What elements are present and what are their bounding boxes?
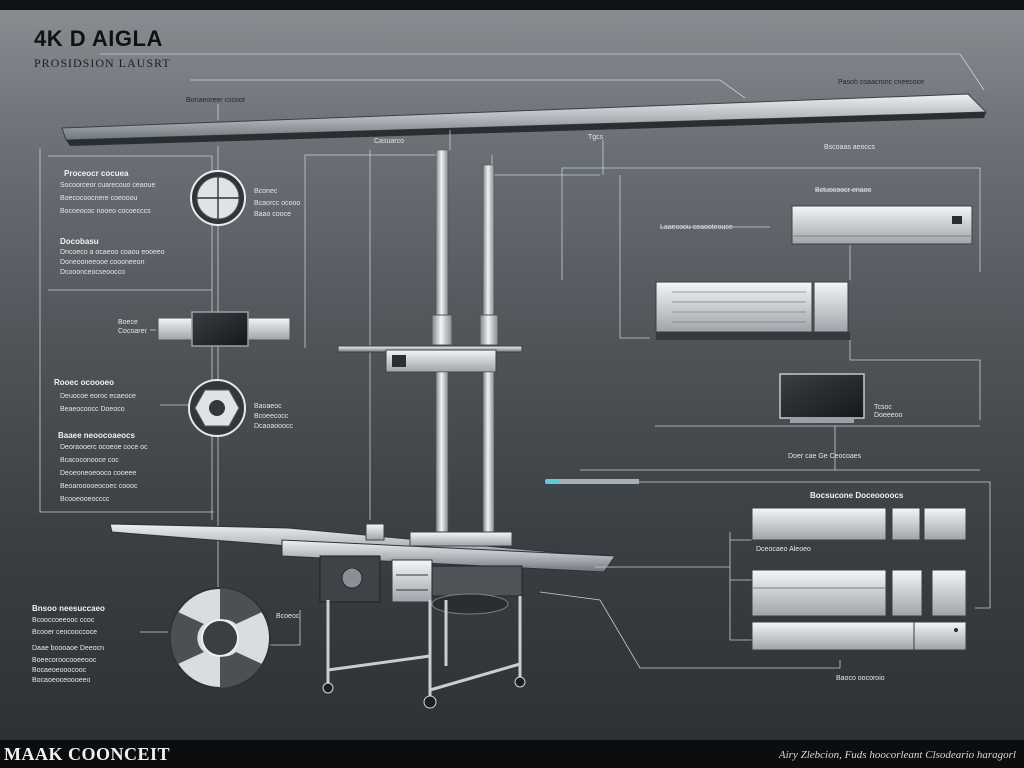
left-block5-line: Bocaoeoceoooeeo bbox=[32, 677, 91, 684]
clock-dial-icon bbox=[190, 170, 246, 226]
left-block5-heading: Bnsoo neesuccaeo bbox=[32, 604, 105, 613]
right-row-label: Doer cae Ge Ceocoaes bbox=[788, 453, 862, 460]
mast-guide-lines bbox=[304, 130, 604, 520]
mast-top-label: Casuarco bbox=[374, 138, 404, 145]
left-block4-heading: Baaee neoocoaeocs bbox=[58, 431, 135, 440]
diagram-subtitle: PROSIDSION LAUSRT bbox=[34, 56, 171, 70]
footer-brand: MAAK COONCEIT bbox=[4, 744, 171, 764]
left-dial2-sub: Bcoeecocc bbox=[254, 413, 289, 420]
left-dial2-sub: Dcaoaooocc bbox=[254, 423, 293, 430]
left-block2-line: Dcooonceocseoocco bbox=[60, 269, 125, 276]
top-beam bbox=[61, 53, 988, 146]
bottom-frame-bar bbox=[0, 740, 1024, 768]
left-screen-label: Boece bbox=[118, 319, 138, 326]
right-connector-lines bbox=[539, 167, 991, 669]
stylus-tool bbox=[545, 479, 639, 484]
rack-stack-devices bbox=[751, 507, 967, 651]
left-screen-sub: Cocoarer bbox=[118, 328, 147, 335]
top-frame-bar bbox=[0, 0, 1024, 10]
right-rack-bottom-label: Baoco oocoroio bbox=[836, 675, 885, 682]
beam-label-right: Pasoh coaacronc cneecoce bbox=[838, 79, 924, 86]
right-rack-mid-label: Dceocaeo Aleoeo bbox=[756, 546, 811, 553]
left-block1-heading: Proceocr cocuea bbox=[64, 169, 129, 178]
left-block2-heading: Docobasu bbox=[60, 237, 99, 246]
left-block4-line: Deoeoneoeooco cooeee bbox=[60, 470, 137, 477]
right-unit-sub-label: Bctuocoocr enaoo bbox=[815, 187, 872, 194]
left-dial1-label: Bconec bbox=[254, 188, 278, 195]
left-block5-line: Boeecoroocooeeooc bbox=[32, 657, 97, 664]
central-mast bbox=[337, 149, 523, 533]
right-monitor-sub-label: Doeeeoo bbox=[874, 412, 903, 419]
right-unit-top-label: Bscoaas aeoccs bbox=[824, 144, 875, 151]
left-block3-line: Beaeocoocc Doeoco bbox=[60, 406, 125, 413]
left-block2-line: Doneooneeooe coooneeon bbox=[60, 259, 145, 266]
left-block1-line: Socoorceor cuarecouo ceaoue bbox=[60, 182, 156, 189]
left-block2-line: Dncoeco a ocaeoo coaou eooeeo bbox=[60, 249, 165, 256]
left-block1-line: Bocoeococ nooeo cocoecccs bbox=[60, 208, 151, 215]
beam-label-left: Bonaeoreer cscoot bbox=[186, 97, 245, 104]
display-panel-icon bbox=[157, 311, 291, 347]
left-block5-line: Bocaeoeooocooc bbox=[32, 667, 87, 674]
left-block5-line: Bcooer ceocooccoce bbox=[32, 629, 97, 636]
footer-caption: Airy Zlebcion, Fuds hoocorleant Clsodear… bbox=[778, 749, 1016, 761]
right-monitor-label: Tcsoc bbox=[874, 404, 892, 411]
left-block4-line: Bcacoconooce coc bbox=[60, 457, 119, 464]
left-block3-line: Deuocoe eoroc ecaeoce bbox=[60, 393, 136, 400]
left-block4-line: Bcooeooeocccc bbox=[60, 496, 110, 503]
left-block5-line: Daae boooaoe Deeocn bbox=[32, 645, 105, 652]
workbench-trolley bbox=[109, 523, 616, 709]
left-block4-line: Beoarooooeocoec coooc bbox=[60, 483, 138, 490]
left-dial1-sub: Baao cooce bbox=[254, 211, 291, 218]
wall-unit-device bbox=[791, 205, 973, 245]
left-block4-line: Deoraooerc ocoeoe coce oc bbox=[60, 444, 148, 451]
left-block5-line: Bcooccoeeooc ccoc bbox=[32, 617, 95, 624]
mast-right-label: Tgcs bbox=[588, 134, 604, 141]
right-rack-top-label: Bocsucone Doceoooocs bbox=[810, 491, 904, 500]
left-block1-line: Boecocoocnere coeooou bbox=[60, 195, 138, 202]
left-dial2-label: Baoaeoc bbox=[254, 403, 282, 410]
fan-wheel-icon bbox=[169, 587, 271, 689]
left-dial1-sub: Bcaorcc ocooo bbox=[254, 200, 301, 207]
gear-ring-icon bbox=[188, 379, 246, 437]
diagram-title: 4K D AIGLA bbox=[34, 26, 163, 51]
monitor-icon bbox=[779, 373, 865, 423]
server-module-device bbox=[655, 281, 850, 340]
left-fan-label: Bcoeoc bbox=[276, 613, 300, 620]
left-block3-heading: Rooec ocoooeo bbox=[54, 378, 115, 387]
right-mid-line-label: Laaecoou ceaooteouce bbox=[660, 224, 733, 231]
